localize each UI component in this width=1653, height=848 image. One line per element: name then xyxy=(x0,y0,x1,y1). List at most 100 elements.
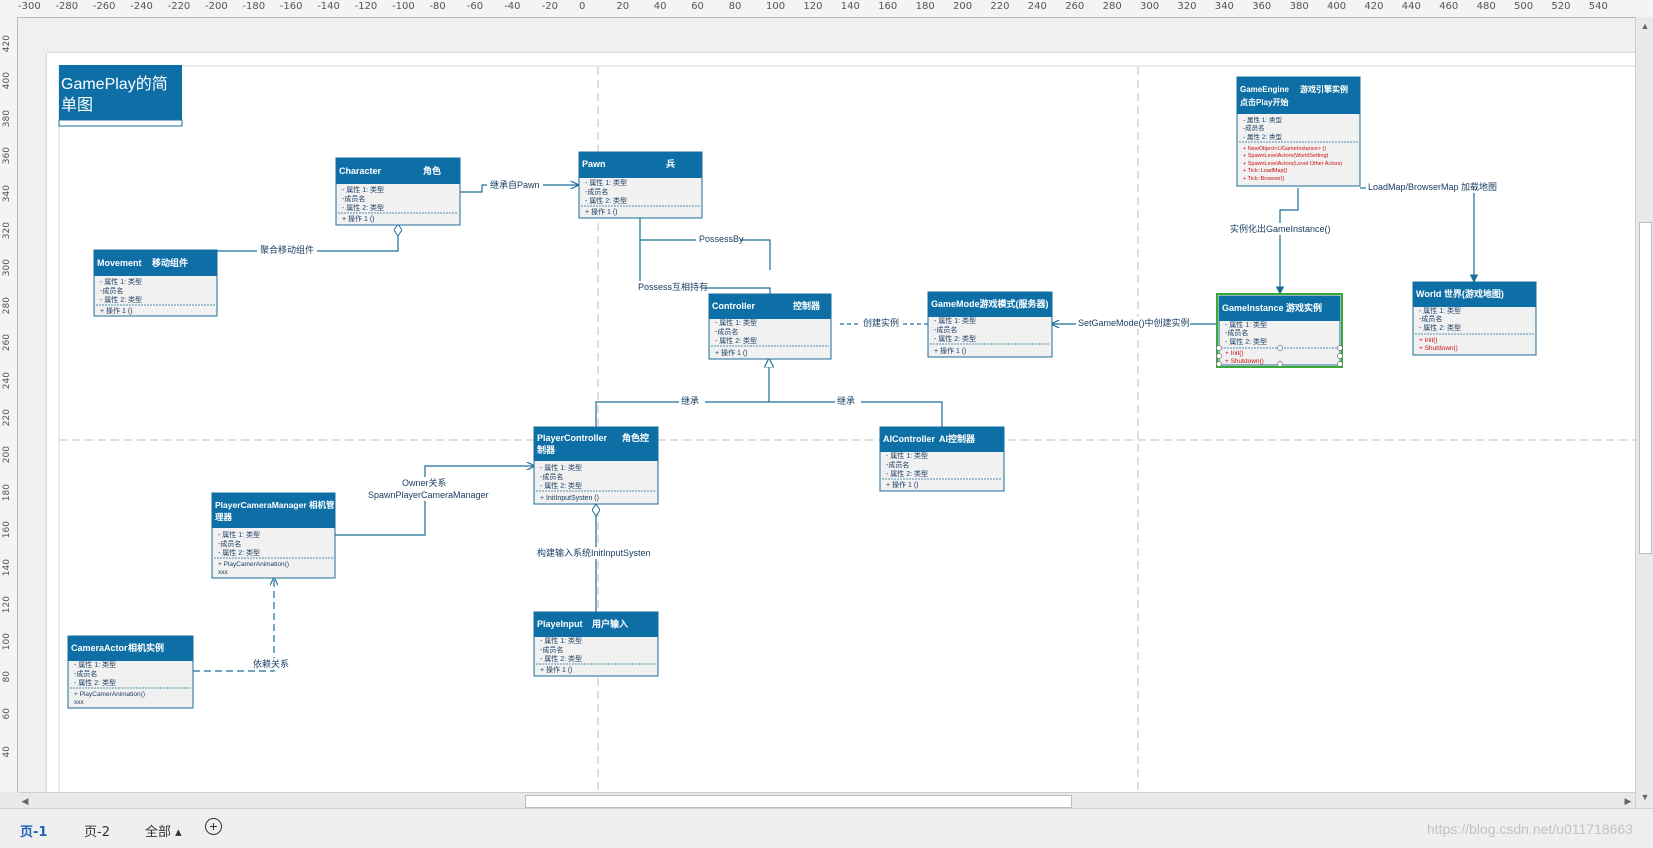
ruler-tick-label: 60 xyxy=(691,1,704,12)
ruler-tick-label: -100 xyxy=(392,1,415,12)
class-attr: -成员名 xyxy=(100,286,123,295)
ruler-tick-label: 420 xyxy=(1364,1,1384,12)
class-attr: - 属性 2: 类型 xyxy=(342,203,384,212)
class-gamemode[interactable]: GameMode游戏模式(服务器) - 属性 1: 类型 -成员名 - 属性 2… xyxy=(927,291,1053,358)
class-attr: - 属性 1: 类型 xyxy=(934,316,976,325)
ruler-tick-label: 260 xyxy=(1065,1,1085,12)
ruler-tick-label: 300 xyxy=(1140,1,1160,12)
label-depend: 依赖关系 xyxy=(253,658,289,669)
page-guides xyxy=(59,67,1635,792)
class-controller[interactable]: Controller 控制器 - 属性 1: 类型 -成员名 - 属性 2: 类… xyxy=(708,293,832,360)
class-op: + 操作 1 () xyxy=(342,214,374,223)
ruler-tick-label: 100 xyxy=(766,1,786,12)
ruler-tick-label: -260 xyxy=(92,1,116,12)
class-attr: - 属性 2: 类型 xyxy=(585,196,627,205)
scroll-right-arrow-icon[interactable]: ▶ xyxy=(1624,796,1632,806)
class-pawn[interactable]: Pawn 兵 - 属性 1: 类型 -成员名 - 属性 2: 类型 + 操作 1… xyxy=(578,151,703,219)
inherit-aicontroller[interactable] xyxy=(769,401,943,427)
ruler-tick-label: -20 xyxy=(541,1,558,12)
ruler-tick-label: 0 xyxy=(579,1,586,12)
label-set-gamemode: SetGameMode()中创建实例 xyxy=(1078,317,1190,328)
class-attr: - 属性 2: 类型 xyxy=(1243,132,1283,141)
depend-line[interactable] xyxy=(193,578,274,672)
label-inherit-right: 继承 xyxy=(837,395,855,406)
scroll-left-arrow-icon[interactable]: ◀ xyxy=(21,796,29,806)
class-op: + Shutdown() xyxy=(1419,345,1458,352)
class-attr: - 属性 2: 类型 xyxy=(1419,323,1461,332)
ruler-tick-label: 340 xyxy=(1214,1,1234,12)
class-attr: -成员名 xyxy=(218,539,241,548)
ruler-tick-label: 380 xyxy=(1289,1,1309,12)
ruler-tick-label: 160 xyxy=(878,1,898,12)
class-op: + Tick::LoadMap() xyxy=(1243,168,1287,174)
tab-page-2[interactable]: 页-2 xyxy=(84,825,110,840)
horizontal-scroll-thumb[interactable] xyxy=(525,795,1072,808)
class-attr: - 属性 1: 类型 xyxy=(540,636,582,645)
diagram-title-line2: 单图 xyxy=(61,96,93,114)
ruler-tick-label: -60 xyxy=(466,1,484,12)
ruler-tick-label: -160 xyxy=(279,1,303,12)
class-op: + 操作 1 () xyxy=(934,346,966,355)
inherit-playercontroller[interactable] xyxy=(595,359,769,427)
class-op: + InitInputSysten () xyxy=(540,495,599,502)
scroll-down-arrow-icon[interactable]: ▼ xyxy=(1640,792,1650,802)
class-cn-name: 移动组件 xyxy=(152,257,188,268)
add-page-icon[interactable]: + xyxy=(205,818,222,835)
class-attr: -成员名 xyxy=(715,327,738,336)
diagram-title-block[interactable]: GamePlay的简 单图 xyxy=(58,65,183,127)
class-character[interactable]: Character 角色 - 属性 1: 类型 -成员名 - 属性 2: 类型 … xyxy=(335,157,461,226)
class-name: Pawn xyxy=(582,159,606,169)
class-attr: -成员名 xyxy=(342,194,365,203)
ruler-tick-label: 540 xyxy=(1588,1,1608,12)
selection-handles[interactable] xyxy=(1216,345,1343,367)
engine-world-line[interactable] xyxy=(1360,187,1479,283)
ruler-tick-label: 120 xyxy=(803,1,823,12)
scroll-up-arrow-icon[interactable]: ▲ xyxy=(1640,21,1650,31)
ruler-tick-label: -200 xyxy=(205,1,228,12)
class-aicontroller[interactable]: AIController AI控制器 - 属性 1: 类型 -成员名 - 属性 … xyxy=(879,426,1005,492)
class-attr: - 属性 2: 类型 xyxy=(934,334,976,343)
ruler-tick-label: 480 xyxy=(1476,1,1496,12)
class-gameinstance[interactable]: GameInstance 游戏实例 - 属性 1: 类型 -成员名 - 属性 2… xyxy=(1216,293,1343,368)
class-playeinput[interactable]: PlayeInput 用户输入 - 属性 1: 类型 -成员名 - 属性 2: … xyxy=(533,611,659,677)
class-movement[interactable]: Movement 移动组件 - 属性 1: 类型 -成员名 - 属性 2: 类型… xyxy=(93,249,218,317)
ruler-tick-label: 320 xyxy=(1177,1,1197,12)
class-gameengine[interactable]: GameEngine 游戏引擎实例 点击Play开始 - 属性 1: 类型 -成… xyxy=(1236,76,1361,187)
class-attr: - 属性 2: 类型 xyxy=(74,678,116,687)
class-playercameramanager[interactable]: PlayerCameraManager 相机管 理器 - 属性 1: 类型 -成… xyxy=(211,492,336,579)
connector-labels: 继承自Pawn 聚合移动组件 PossessBy Possess互相持有 创建实… xyxy=(251,179,1497,670)
vertical-scroll-thumb[interactable] xyxy=(1639,222,1652,554)
label-inherit-left: 继承 xyxy=(681,395,699,406)
aggregate-movement[interactable] xyxy=(155,225,398,252)
drawing-page xyxy=(47,53,1635,792)
class-cn-name: 游戏引擎实例 xyxy=(1300,84,1348,94)
class-op: xxx xyxy=(74,699,85,706)
class-attr: -成员名 xyxy=(540,645,563,654)
class-world[interactable]: World 世界(游戏地图) - 属性 1: 类型 -成员名 - 属性 2: 类… xyxy=(1412,281,1537,356)
tab-all-pages[interactable]: 全部 ▴ xyxy=(145,825,182,840)
connectors xyxy=(155,185,1479,672)
label-owner: Owner关系 xyxy=(402,477,447,488)
tab-page-1[interactable]: 页-1 xyxy=(20,825,48,840)
label-aggregate-movement: 聚合移动组件 xyxy=(260,244,314,255)
class-playercontroller[interactable]: PlayerController 角色控 制器 - 属性 1: 类型 -成员名 … xyxy=(533,426,659,505)
class-attr: - 属性 1: 类型 xyxy=(218,530,260,539)
drawing-canvas[interactable] xyxy=(18,18,1635,792)
class-attr: - 属性 1: 类型 xyxy=(1243,115,1283,124)
class-op: + SpawnLevelActors(Level Other Actors) xyxy=(1243,161,1342,167)
vertical-scrollbar[interactable]: ▲ ▼ xyxy=(1635,17,1653,808)
class-attr: - 属性 1: 类型 xyxy=(585,178,627,187)
ruler-tick-label: -80 xyxy=(429,1,446,12)
class-cameraactor[interactable]: CameraActor 相机实例 - 属性 1: 类型 -成员名 - 属性 2:… xyxy=(67,635,194,709)
ruler-tick-label: 220 xyxy=(990,1,1010,12)
class-op: + PlayCamerAnimation() xyxy=(74,691,145,698)
ruler-tick-label: -300 xyxy=(18,1,41,12)
class-attr: - 属性 2: 类型 xyxy=(218,548,260,557)
horizontal-scrollbar[interactable]: ◀ ▶ xyxy=(18,792,1635,809)
ruler-tick-label: 360 xyxy=(1252,1,1272,12)
class-attr: - 属性 2: 类型 xyxy=(540,481,582,490)
engine-gameinstance-line[interactable] xyxy=(1275,188,1299,295)
ruler-tick-label: -240 xyxy=(130,1,153,12)
